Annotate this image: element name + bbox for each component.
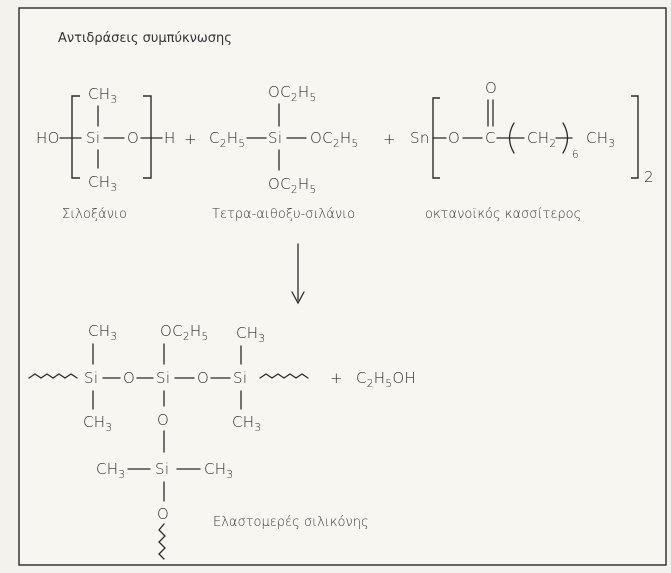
elastomer-oc2h5-top: OC2H5 <box>160 322 208 343</box>
tin-ch2: CH2 <box>527 129 556 150</box>
caption-siloxane: Σιλοξάνιο <box>62 207 127 222</box>
siloxane-structure: CH3 HO Si O H CH3 <box>36 85 176 194</box>
siloxane-o: O <box>127 129 139 147</box>
elastomer-ch3-4-right: CH3 <box>204 460 233 481</box>
siloxane-top-ch3: CH3 <box>88 85 117 106</box>
tin-repeat-6: 6 <box>572 149 579 161</box>
elastomer-wavy-left <box>28 373 78 379</box>
tin-paren-right <box>562 122 569 154</box>
elastomer-ch3-3-top: CH3 <box>236 324 265 345</box>
elastomer-wavy-bottom <box>158 523 166 560</box>
elastomer-ch3-1-bottom: CH3 <box>83 413 112 434</box>
plus-sign-1: + <box>184 130 197 148</box>
elastomer-si-1: Si <box>84 369 98 387</box>
tin-o: O <box>448 129 460 147</box>
silane-top-oc2h5: OC2H5 <box>268 83 316 104</box>
plus-sign-2: + <box>383 130 396 148</box>
elastomer-o-2: O <box>197 369 209 387</box>
tin-sn: Sn <box>410 129 430 147</box>
elastomer-ch3-3-bottom: CH3 <box>232 413 261 434</box>
plus-sign-3: + <box>330 369 343 387</box>
tin-octoate-structure: Sn O C O CH2 6 CH3 2 <box>410 79 654 186</box>
siloxane-bottom-ch3: CH3 <box>88 173 117 194</box>
elastomer-si-4: Si <box>155 460 169 478</box>
silane-left-c2h5: C2H5 <box>209 129 245 150</box>
elastomer-si-2: Si <box>156 369 170 387</box>
tin-c: C <box>485 129 496 147</box>
siloxane-si: Si <box>86 129 100 147</box>
siloxane-ho: HO <box>36 129 60 147</box>
elastomer-ch3-4-left: CH3 <box>96 460 125 481</box>
elastomer-o-bottom: O <box>157 505 169 523</box>
tin-multiplier-2: 2 <box>644 168 654 186</box>
elastomer-si-3: Si <box>233 369 247 387</box>
siloxane-bracket-left <box>71 95 80 179</box>
elastomer-wavy-right <box>259 373 309 379</box>
tin-bracket-right <box>631 95 639 179</box>
elastomer-o-bridge: O <box>157 411 169 429</box>
silane-bottom-oc2h5: OC2H5 <box>268 175 316 196</box>
caption-silane: Τετρα-αιθοξυ-σιλάνιο <box>212 207 355 222</box>
caption-tin: οκτανοϊκός κασσίτερος <box>425 207 581 222</box>
arrow-head <box>291 291 305 305</box>
tin-carbonyl-o: O <box>485 79 497 97</box>
siloxane-bracket-right <box>143 95 152 179</box>
diagram-title: Αντιδράσεις συμπύκνωσης <box>58 31 232 46</box>
elastomer-structure: CH3 OC2H5 CH3 Si O Si O Si CH3 CH3 O CH3… <box>28 322 309 560</box>
ethanol-formula: C2H5OH <box>356 369 416 390</box>
elastomer-ch3-1-top: CH3 <box>88 322 117 343</box>
siloxane-h: H <box>164 129 176 147</box>
elastomer-o-1: O <box>123 369 135 387</box>
silane-si: Si <box>268 129 282 147</box>
caption-elastomer: Ελαστομερές σιλικόνης <box>213 515 369 530</box>
silane-right-oc2h5: OC2H5 <box>310 129 358 150</box>
reaction-arrow <box>291 243 305 305</box>
silane-structure: OC2H5 C2H5 Si OC2H5 OC2H5 <box>209 83 358 196</box>
tin-ch3: CH3 <box>586 129 615 150</box>
diagram-frame <box>18 7 667 566</box>
